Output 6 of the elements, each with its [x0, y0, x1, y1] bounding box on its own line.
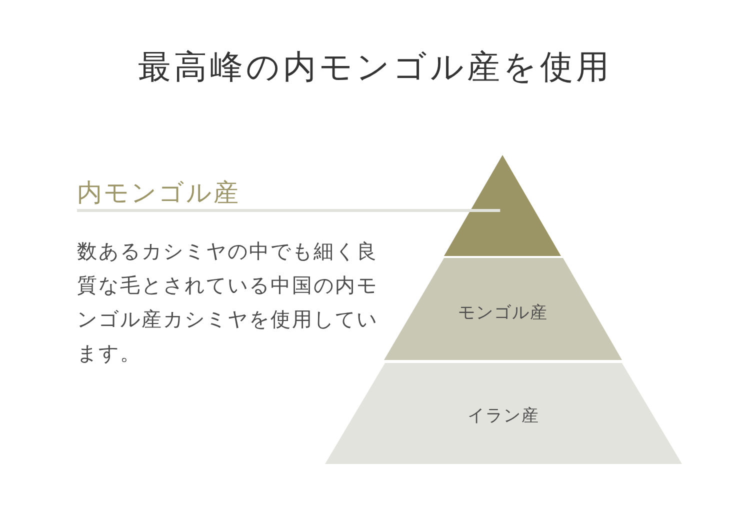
title: 最高峰の内モンゴル産を使用 — [138, 46, 612, 88]
leader-line — [77, 209, 500, 212]
heading-text: 内モンゴル産 — [77, 176, 240, 209]
tier-label: イラン産 — [468, 404, 540, 427]
tier-label: モンゴル産 — [458, 302, 548, 324]
description-paragraph: 数あるカシミヤの中でも細く良質な毛とされている中国の内モンゴル産カシミヤを使用しています。 — [77, 238, 379, 367]
